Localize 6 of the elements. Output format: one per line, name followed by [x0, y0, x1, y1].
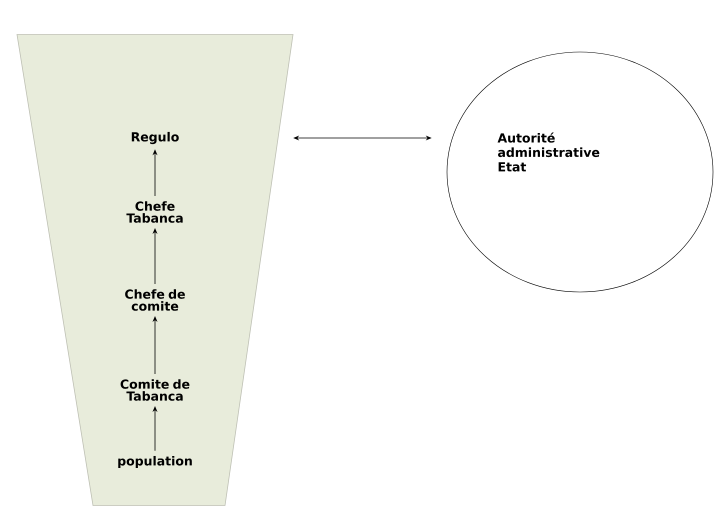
- rank-label: population: [118, 456, 192, 468]
- rank-label: Comite de Tabanca: [120, 379, 190, 401]
- rank-label: Regulo: [132, 132, 179, 144]
- rank-label: Chefe de comite: [125, 289, 185, 311]
- funnel-shape: [16, 34, 294, 506]
- rank-label: Chefe Tabanca: [126, 201, 183, 223]
